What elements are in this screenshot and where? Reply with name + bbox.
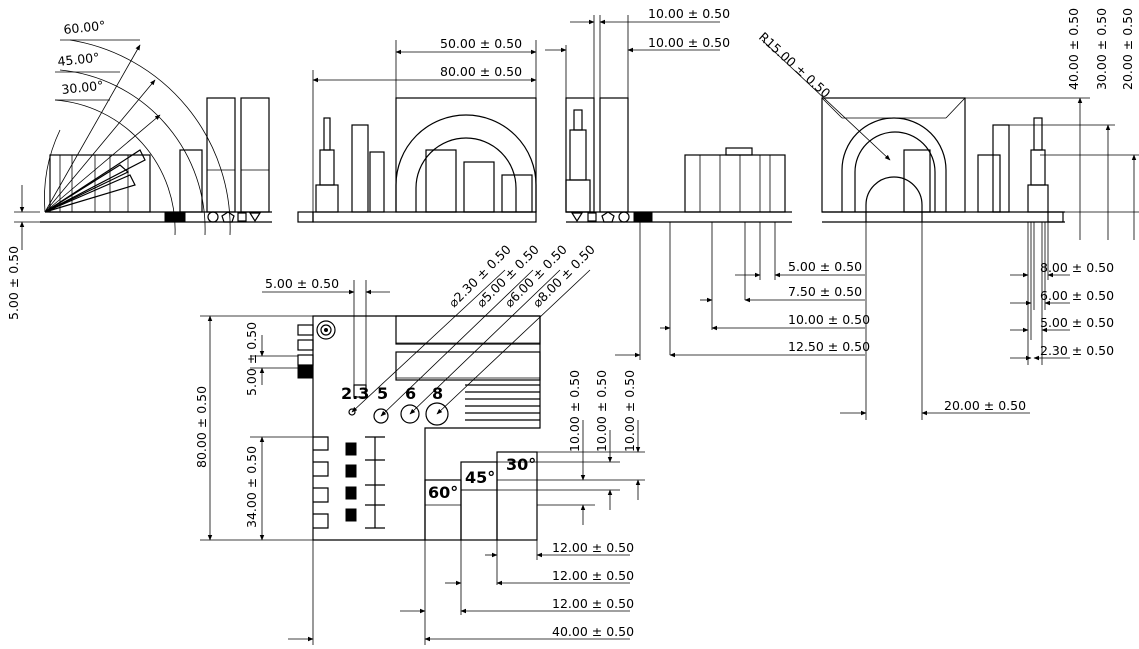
mid-width-5-label: 5.00 ± 0.50 [788, 259, 862, 274]
hole-label-6: 6 [405, 384, 416, 403]
angle-45-label: 45.00° [57, 50, 100, 69]
mid-width-7-5-label: 7.50 ± 0.50 [788, 284, 862, 299]
arch-view [761, 39, 1139, 420]
step-width-12-a-label: 12.00 ± 0.50 [552, 540, 634, 555]
angle-30-label: 30.00° [61, 78, 104, 97]
side-view-holes [545, 15, 865, 360]
radius-15-label: R15.00 ± 0.50 [756, 29, 833, 101]
width-10-upper-label: 10.00 ± 0.50 [648, 6, 730, 21]
hole-label-2-3: 2.3 [341, 384, 369, 403]
step-width-12-c-label: 12.00 ± 0.50 [552, 596, 634, 611]
angle-label-45: 45° [465, 468, 495, 487]
height-5-label: 5.00 ± 0.50 [6, 246, 21, 320]
right-width-8-label: 8.00 ± 0.50 [1040, 260, 1114, 275]
angle-label-60: 60° [428, 483, 458, 502]
step-width-12-b-label: 12.00 ± 0.50 [552, 568, 634, 583]
step-height-10-c-label: 10.00 ± 0.50 [622, 370, 637, 452]
plan-height-80-label: 80.00 ± 0.50 [194, 386, 209, 468]
hole-label-5: 5 [377, 384, 388, 403]
width-50-label: 50.00 ± 0.50 [440, 36, 522, 51]
height-40-label: 40.00 ± 0.50 [1066, 8, 1081, 90]
height-30-label: 30.00 ± 0.50 [1094, 8, 1109, 90]
right-width-2-3-label: 2.30 ± 0.50 [1040, 343, 1114, 358]
right-width-5-label: 5.00 ± 0.50 [1040, 315, 1114, 330]
plan-height-5-label: 5.00 ± 0.50 [244, 322, 259, 396]
right-width-20-label: 20.00 ± 0.50 [944, 398, 1026, 413]
step-height-10-b-label: 10.00 ± 0.50 [594, 370, 609, 452]
step-height-10-a-label: 10.00 ± 0.50 [567, 370, 582, 452]
front-view [297, 40, 537, 223]
right-width-6-label: 6.00 ± 0.50 [1040, 288, 1114, 303]
mid-width-12-5-label: 12.50 ± 0.50 [788, 339, 870, 354]
angle-60-label: 60.00° [63, 18, 106, 37]
width-80-label: 80.00 ± 0.50 [440, 64, 522, 79]
hole-label-8: 8 [432, 384, 443, 403]
plan-view [200, 269, 645, 645]
plan-width-40-label: 40.00 ± 0.50 [552, 624, 634, 639]
plan-width-5-label: 5.00 ± 0.50 [265, 276, 339, 291]
angle-label-30: 30° [506, 455, 536, 474]
width-10-lower-label: 10.00 ± 0.50 [648, 35, 730, 50]
side-view-angles [14, 39, 272, 250]
plan-height-34-label: 34.00 ± 0.50 [244, 446, 259, 528]
height-20-label: 20.00 ± 0.50 [1120, 8, 1135, 90]
mid-width-10-label: 10.00 ± 0.50 [788, 312, 870, 327]
